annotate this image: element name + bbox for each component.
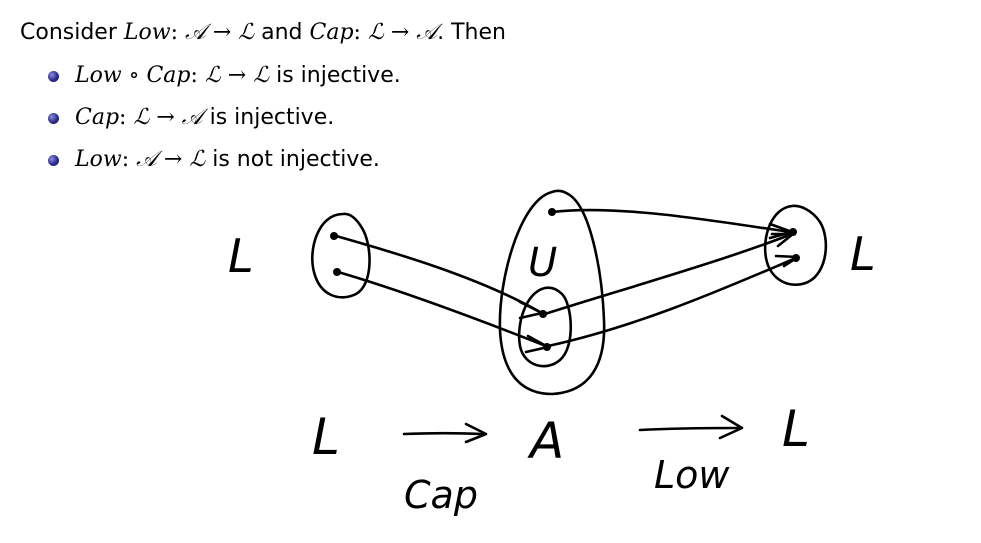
middle-set-label: U [528,240,557,286]
bottom-arrowhead-2 [718,414,744,440]
intro-cap-colon: : [353,20,361,45]
bullet-codomain: 𝒜 [181,105,203,130]
low-map-label: Low [654,453,730,497]
intro-then: . Then [437,20,506,45]
bullet-dot-icon [48,155,59,166]
intro-arrow-2: → [390,20,410,45]
bullet-arrow: → [163,147,183,172]
intro-consider: Consider [20,20,117,45]
bullet-codomain: ℒ [253,63,270,88]
bullet-colon: : [190,63,198,88]
bullet-list: Low ∘ Cap: ℒ → ℒ is injective. Cap: ℒ → … [48,62,401,188]
left-set-label: L [228,229,254,283]
intro-cap-name: Cap [309,20,354,45]
low-arrowhead-mid [770,232,795,248]
bottom-arrowhead-1 [464,422,488,444]
intro-cap-domain: ℒ [367,20,384,45]
bullet-arrow: → [227,63,247,88]
intro-low-codomain: ℒ [238,20,255,45]
right-set-label: L [850,227,876,281]
bullet-domain: ℒ [133,105,150,130]
left-point-1 [330,232,338,240]
bullet-item-low: Low: 𝒜 → ℒ is not injective. [48,146,401,188]
bottom-arrow-1 [402,431,484,436]
intro-cap-codomain: 𝒜 [416,20,438,45]
bullet-domain: 𝒜 [136,147,157,172]
bullet-text: is injective. [209,105,335,130]
bottom-arrow-2 [638,426,740,432]
bullet-arrow: → [156,105,175,130]
low-arrowhead-top [768,222,794,240]
low-arrowhead-bottom [774,254,800,268]
bottom-left-label: L [312,408,340,466]
bullet-function-name: Cap [75,105,120,130]
bullet-function-name: Low [75,147,122,172]
middle-inner-set [517,286,573,368]
intro-low-name: Low [123,20,171,45]
bullet-domain: ℒ [204,63,221,88]
bullet-text: is not injective. [212,147,380,172]
low-arrow-top [550,208,792,234]
bullet-item-composition: Low ∘ Cap: ℒ → ℒ is injective. [48,62,401,104]
bullet-function-name: Low ∘ Cap [75,63,191,88]
low-arrow-bottom [546,256,798,348]
intro-and: and [261,20,303,45]
cap-arrow-2 [336,270,548,348]
intro-arrow-1: → [212,20,232,45]
left-set-ellipse [311,212,371,299]
intro-low-domain: 𝒜 [185,20,206,45]
cap-arrowhead-1 [518,300,544,320]
low-arrow-mid [543,232,794,316]
bullet-codomain: ℒ [189,147,206,172]
bullet-colon: : [119,105,127,130]
bullet-dot-icon [48,71,59,82]
bullet-colon: : [121,147,130,172]
bottom-right-label: L [782,400,810,458]
intro-low-colon: : [170,20,178,45]
intro-line: Consider Low: 𝒜 → ℒ and Cap: ℒ → 𝒜. Then [20,19,506,47]
bottom-middle-label: A [527,412,564,470]
bullet-text: is injective. [276,63,401,88]
cap-map-label: Cap [404,473,478,517]
cap-arrow-1 [334,234,542,314]
middle-outer-set [498,189,606,396]
right-set-ellipse [763,204,828,287]
bullet-dot-icon [48,113,59,124]
bullet-item-cap: Cap: ℒ → 𝒜 is injective. [48,104,401,146]
